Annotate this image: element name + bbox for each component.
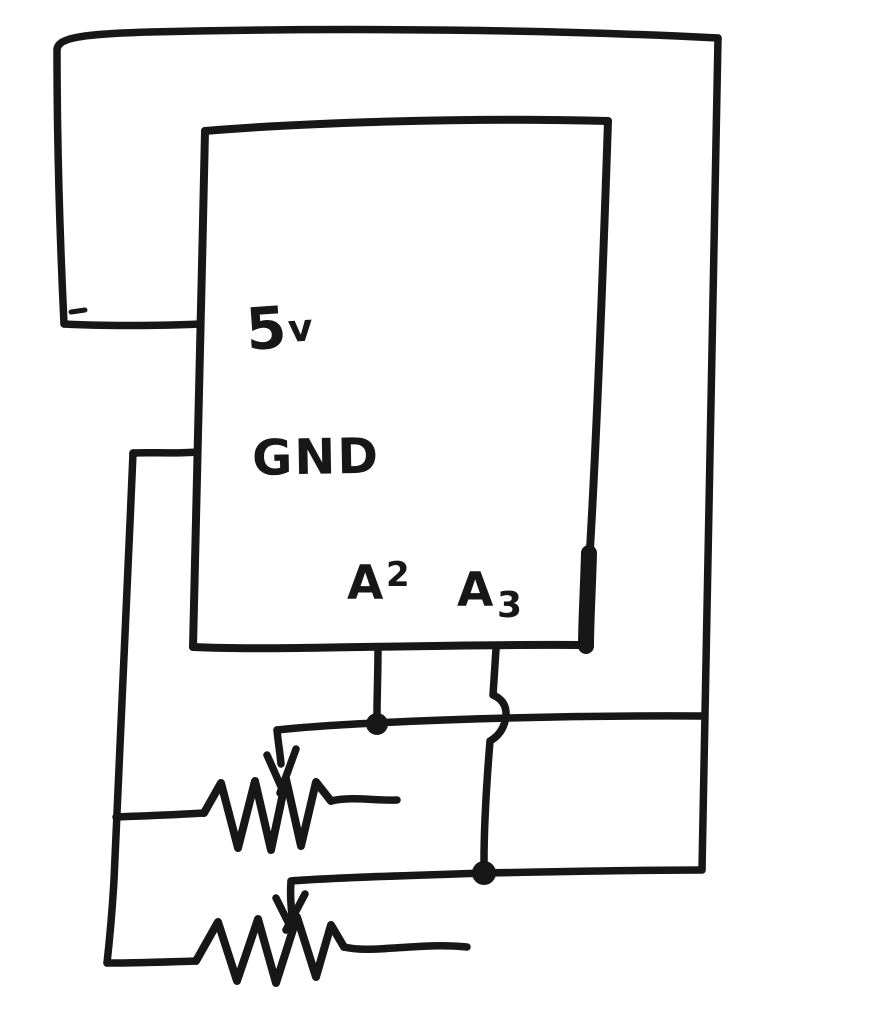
- pot1-wiper-stem: [273, 726, 285, 768]
- wire-gnd-bottom-lead: [103, 957, 200, 967]
- wire-a2-rail: [273, 712, 705, 734]
- label-5v: 5 v: [244, 293, 315, 364]
- pin-labels: 5 v GND A 2 A 3: [244, 293, 522, 626]
- wire-gnd: [103, 448, 201, 967]
- label-a2: A 2: [347, 555, 410, 611]
- box-edge-left: [189, 127, 209, 651]
- wire-5v-pin: [60, 320, 204, 330]
- junction-dot-a2: [366, 713, 388, 735]
- pot1-right-lead: [327, 794, 401, 805]
- pot1-left-lead: [112, 809, 208, 821]
- pot1-zigzag: [200, 775, 335, 854]
- wire-a2-pin: [373, 644, 382, 719]
- wire-gnd-pin: [129, 448, 201, 457]
- wire-bottom-rail: [287, 866, 706, 885]
- box-edge-top: [201, 115, 612, 135]
- box-edge-right: [586, 117, 612, 553]
- box-edge-right-thick-bar: [578, 545, 597, 654]
- wire-a3-net: [272, 645, 510, 934]
- wire-5v-top-horizontal: [53, 25, 722, 54]
- junction-dot-a3: [472, 861, 496, 885]
- stray-tick-mark: [68, 307, 88, 315]
- wire-5v-loop: [53, 25, 722, 885]
- potentiometer-1: [112, 775, 401, 854]
- potentiometer-2: [192, 913, 471, 987]
- pot2-right-lead: [340, 942, 471, 953]
- microcontroller-box: [189, 115, 612, 654]
- label-5v-unit: v: [286, 305, 314, 351]
- label-5v-digit: 5: [244, 293, 289, 364]
- label-a3-digit: 3: [497, 585, 522, 626]
- label-a2-digit: 2: [386, 555, 410, 595]
- pot2-zigzag: [192, 913, 348, 987]
- pot2-wiper-stem: [286, 877, 296, 920]
- pot2-wiper-arrowhead: [272, 890, 309, 934]
- label-a3: A 3: [457, 563, 522, 626]
- wire-a3-with-hop: [480, 645, 510, 866]
- label-a2-letter: A: [347, 556, 384, 611]
- wire-gnd-vertical: [103, 449, 137, 967]
- box-edge-bottom: [189, 640, 583, 653]
- wire-5v-left-vertical: [53, 46, 68, 328]
- label-a3-letter: A: [457, 563, 494, 618]
- wire-5v-right-vertical: [698, 34, 722, 874]
- label-gnd: GND: [252, 428, 381, 487]
